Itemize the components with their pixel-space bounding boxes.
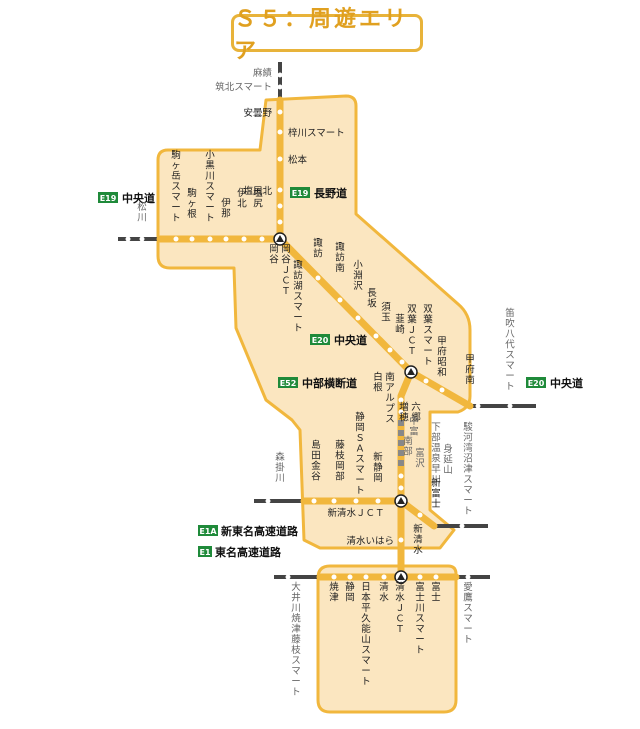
station-tomizawa: 富沢 <box>415 447 425 470</box>
station-fuefuki: 笛吹八代スマート <box>505 307 515 393</box>
station-azusagawa: 梓川スマート <box>288 127 345 139</box>
svg-text:長野道: 長野道 <box>314 186 347 200</box>
station-okaya: 岡谷 <box>269 244 279 266</box>
station-matsumoto: 松本 <box>288 154 308 166</box>
station-nakatomi: 中富 <box>409 415 419 438</box>
svg-text:中部横断道: 中部横断道 <box>302 376 357 390</box>
station-shin-shimizu-jct: 新清水ＪＣＴ <box>327 507 384 519</box>
station-shiojiri-hokuto: 塩尻北 <box>243 185 272 197</box>
station-sudama: 須玉 <box>381 302 391 324</box>
station-yaizu: 焼津 <box>329 581 339 604</box>
station-rokugo: 六郷 <box>411 401 421 424</box>
badge-e52: E52 中部横断道 <box>278 376 357 390</box>
station-okaya-jct: 岡谷ＪＣＴ <box>281 244 291 297</box>
station-aitaka: 愛鷹スマート <box>463 581 473 646</box>
area-lower <box>316 564 458 714</box>
station-minobu: 身延山 <box>443 443 453 476</box>
station-masuho: 増穂 <box>399 401 409 424</box>
station-suruga: 駿河湾沼津スマート <box>463 421 473 517</box>
station-ina: 伊那 <box>221 197 231 220</box>
station-azumino: 安曇野 <box>243 107 272 119</box>
badge-e19-nagano: E19 長野道 <box>290 186 347 200</box>
station-shin-shizuoka: 新静岡 <box>373 451 383 484</box>
station-nihondaira: 日本平久能山スマート <box>361 582 371 688</box>
station-kobayashi: 小黒川スマート <box>205 150 215 224</box>
station-oigawa: 大井川焼津藤枝スマート <box>291 581 301 698</box>
station-shimizu: 清水 <box>379 581 389 604</box>
station-chikuhoku: 筑北スマート <box>215 81 272 93</box>
station-futaba: 双葉ＪＣＴ <box>407 304 417 357</box>
svg-text:E19: E19 <box>292 189 309 198</box>
svg-text:中央道: 中央道 <box>550 376 583 390</box>
station-futaba-smart: 双葉スマート <box>423 304 433 368</box>
station-shimizu-ihara: 清水いはら <box>346 535 394 547</box>
station-kofu-showa: 甲府昭和 <box>437 336 447 379</box>
station-fujieda-oka: 藤枝岡部 <box>335 439 345 483</box>
station-mori: 森掛川 <box>275 451 285 484</box>
station-shirane: 白根 <box>373 371 383 394</box>
svg-text:E19: E19 <box>100 194 117 203</box>
svg-text:E52: E52 <box>280 379 297 388</box>
station-nagasaka: 長坂 <box>367 288 377 310</box>
station-suwa-minami: 諏訪南 <box>335 241 345 274</box>
svg-text:東名高速道路: 東名高速道路 <box>215 545 282 559</box>
badge-e1: E1 東名高速道路 <box>198 545 282 559</box>
station-dots <box>125 72 513 580</box>
station-inakita: 伊北 <box>237 187 247 210</box>
svg-text:E20: E20 <box>312 336 329 345</box>
station-nanbu: 南部 <box>403 435 413 458</box>
junction-shimizu <box>394 570 408 584</box>
badge-e20-chuo-right: E20 中央道 <box>526 376 583 390</box>
junction-markers <box>273 232 418 584</box>
station-shizuoka-sa: 静岡ＳＡスマート <box>355 411 365 497</box>
badge-e20-chuo-mid: E20 中央道 <box>310 333 367 347</box>
station-komagatake: 駒ヶ岳スマート <box>171 149 181 224</box>
station-labels-horizontal: 麻績 筑北スマート 安曇野 梓川スマート 松本 塩尻北 新清水ＪＣＴ 清水いはら <box>215 67 394 547</box>
area-upper <box>156 94 472 550</box>
badge-e19-chuo: E19 中央道 <box>98 191 155 205</box>
station-shimobe: 下部温泉早川 <box>431 422 441 486</box>
junction-futaba <box>404 365 418 379</box>
svg-text:E1A: E1A <box>199 527 217 536</box>
station-shimada: 島田金谷 <box>311 439 321 483</box>
station-shin-fuji: 新富士 <box>431 477 441 510</box>
junction-shin-shimizu <box>394 494 408 508</box>
svg-text:新東名高速道路: 新東名高速道路 <box>221 524 299 538</box>
station-suwako: 諏訪湖スマート <box>293 259 303 334</box>
svg-text:E1: E1 <box>199 548 210 557</box>
station-shin-shimizu: 新清水 <box>413 523 423 556</box>
badge-e1a: E1A 新東名高速道路 <box>198 524 299 538</box>
svg-text:E20: E20 <box>528 379 545 388</box>
station-labels-vertical: 松川駒ヶ岳スマート駒ヶ根小黒川スマート伊那伊北塩尻岡谷岡谷ＪＣＴ諏訪湖スマート諏… <box>137 149 515 698</box>
station-shizuoka: 静岡 <box>345 581 355 604</box>
station-fujikawa: 富士川スマート <box>415 581 425 656</box>
junction-okaya <box>273 232 287 246</box>
station-asai: 麻績 <box>253 67 273 79</box>
station-fuji: 富士 <box>431 581 441 604</box>
station-nirasaki: 韮崎 <box>395 313 405 336</box>
station-matsukawa: 松川 <box>137 201 147 224</box>
station-komagane: 駒ヶ根 <box>187 187 197 220</box>
svg-text:中央道: 中央道 <box>334 333 367 347</box>
station-minami-alps: 南アルプス <box>385 371 395 425</box>
station-suwa: 諏訪 <box>313 237 323 260</box>
station-kofu-minami: 甲府南 <box>465 354 475 386</box>
station-kobuchizawa: 小淵沢 <box>353 260 363 292</box>
station-shimizu-jct: 清水ＪＣＴ <box>395 581 405 635</box>
station-shiojiri: 塩尻 <box>253 187 263 210</box>
svg-text:中央道: 中央道 <box>122 191 155 205</box>
